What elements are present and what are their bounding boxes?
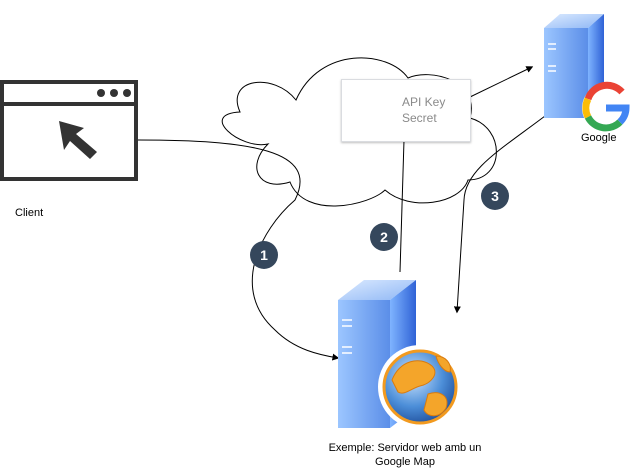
step-badge-1: 1	[250, 241, 278, 269]
google-label: Google	[581, 132, 617, 144]
api-key-card	[341, 79, 471, 142]
api-key-line1: API Key	[402, 95, 446, 109]
cursor-arrow-icon	[59, 121, 97, 159]
svg-text:2: 2	[380, 229, 388, 245]
connection-lines	[137, 66, 546, 361]
svg-text:1: 1	[260, 247, 268, 263]
api-key-label: API Key Secret	[402, 94, 445, 126]
svg-text:3: 3	[491, 188, 499, 204]
webserver-label-line1: Exemple: Servidor web amb un	[328, 442, 482, 454]
client-label: Client	[15, 207, 44, 219]
step-badge-3: 3	[481, 182, 509, 210]
api-key-line2: Secret	[402, 111, 437, 125]
webserver-label: Exemple: Servidor web amb un Google Map	[300, 441, 510, 469]
google-logo-icon	[582, 81, 630, 132]
webserver-label-line2: Google Map	[375, 456, 435, 468]
globe-icon	[378, 345, 462, 429]
step-badge-2: 2	[370, 223, 398, 251]
